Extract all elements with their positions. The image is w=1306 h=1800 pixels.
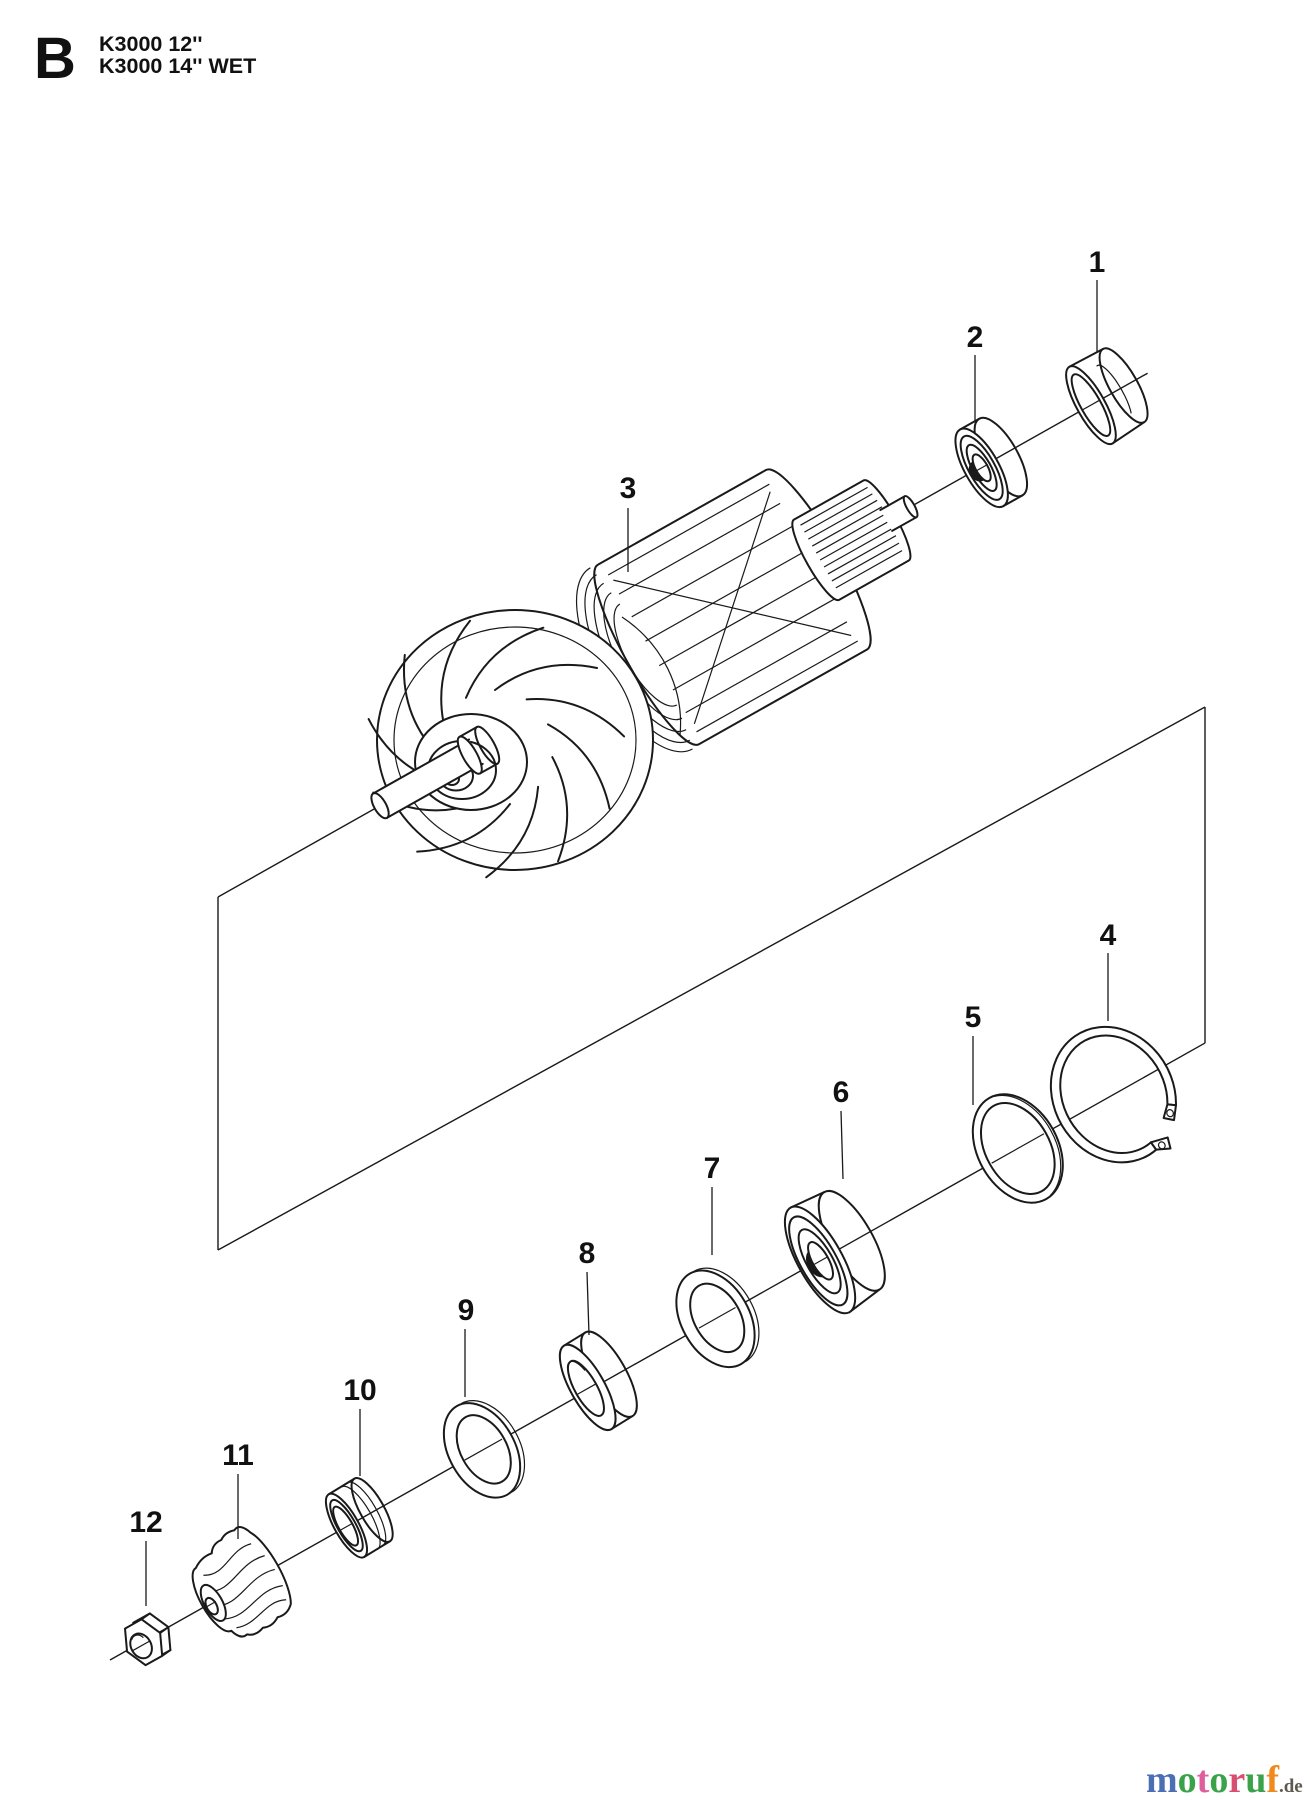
callout-10: 10 (343, 1374, 376, 1407)
part-2-bearing (954, 416, 1029, 509)
motoruf-logo[interactable]: motoruf.de (1146, 1759, 1303, 1800)
fold-panel (217, 706, 1206, 1251)
callout-7: 7 (704, 1152, 721, 1185)
upper-assembly-group (217, 347, 1149, 898)
callout-11: 11 (222, 1439, 254, 1472)
part-5-ring (971, 1093, 1064, 1204)
part-9-washer (442, 1400, 526, 1499)
part-3-armature-core (575, 468, 919, 753)
section-label: B (34, 26, 76, 91)
callout-6: 6 (833, 1076, 850, 1109)
callout-3: 3 (620, 472, 637, 505)
part-11-pinion-gear (191, 1526, 292, 1638)
lower-assembly-group (109, 1025, 1206, 1667)
callout-2: 2 (967, 321, 984, 354)
callout-8: 8 (579, 1237, 596, 1270)
part-3-shaft (370, 725, 501, 820)
callout-8-leader (586, 1271, 590, 1336)
part-12-hex-nut (124, 1612, 172, 1667)
part-7-washer (675, 1267, 760, 1369)
part-4-circlip (1049, 1025, 1177, 1164)
fan-blades (365, 618, 627, 881)
model-name-1: K3000 12'' (99, 32, 202, 56)
callout-12: 12 (129, 1506, 162, 1539)
callout-1: 1 (1089, 246, 1106, 279)
logo-suffix: .de (1279, 1776, 1303, 1797)
part-8-spacer (558, 1330, 638, 1432)
part-10-ring-nut (324, 1477, 394, 1559)
model-name-2: K3000 14'' WET (99, 54, 256, 78)
callouts: 1 2 3 4 5 6 7 8 9 10 11 12 (129, 246, 1117, 1606)
part-1-sleeve-ring (1065, 347, 1149, 446)
callout-5: 5 (965, 1001, 982, 1034)
part-6-bearing (783, 1190, 886, 1315)
callout-6-leader (840, 1110, 844, 1180)
callout-9: 9 (458, 1294, 475, 1327)
callout-4: 4 (1100, 919, 1117, 952)
